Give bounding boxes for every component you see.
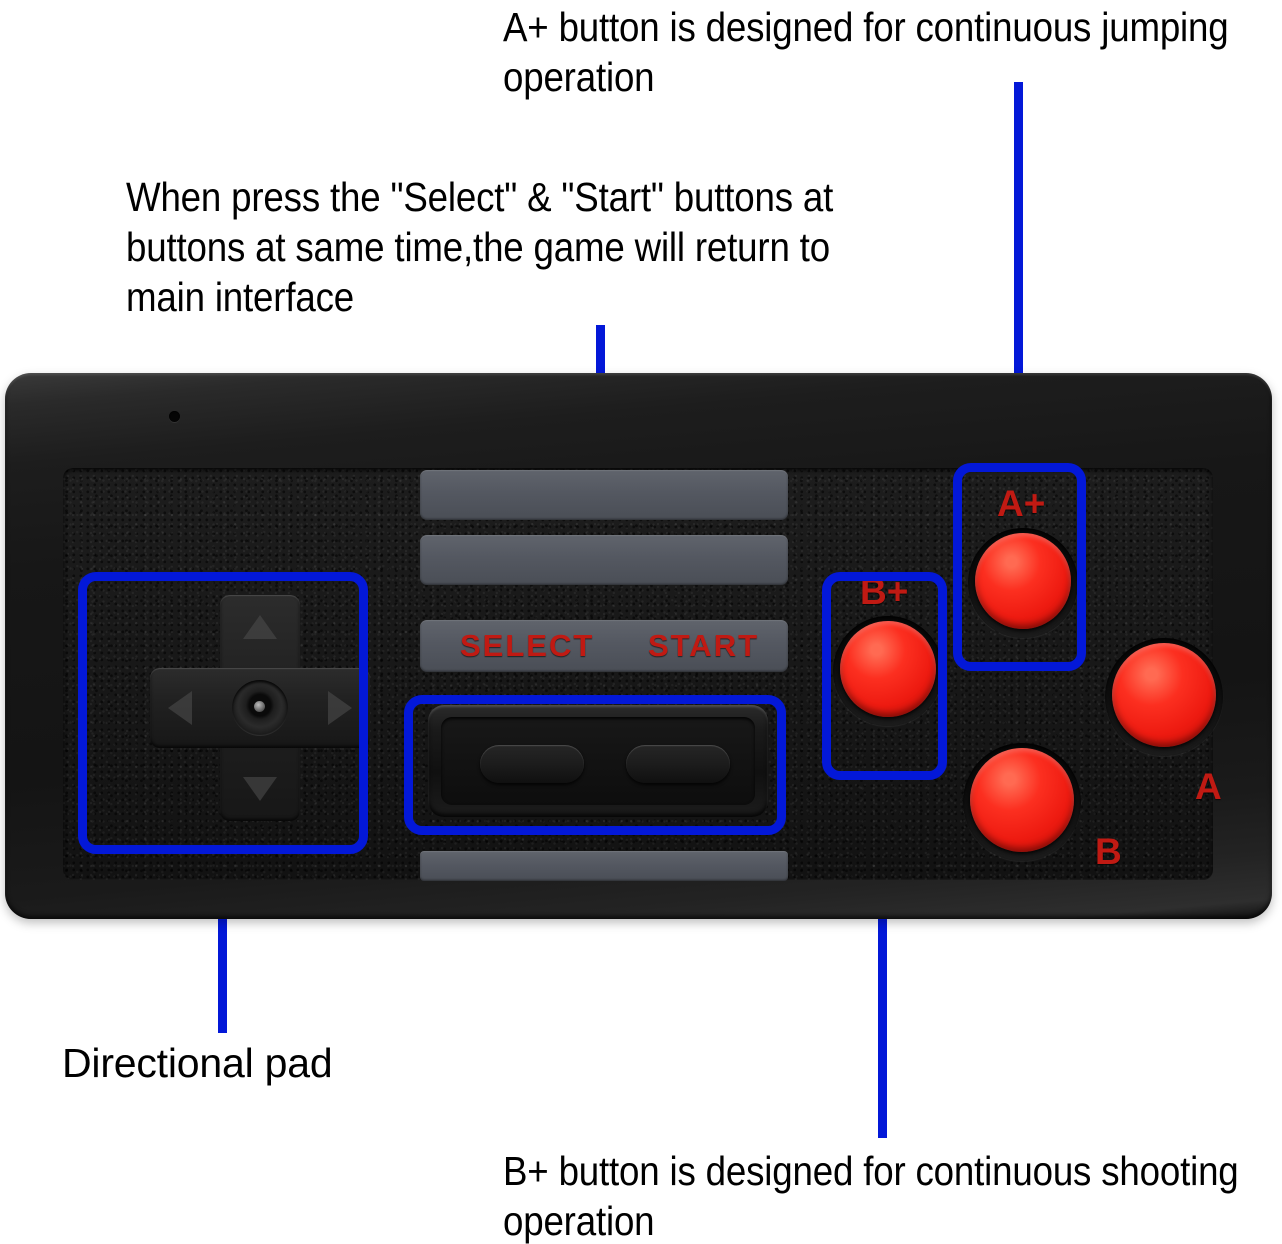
a-label: A	[1195, 766, 1222, 807]
b-label: B	[1095, 831, 1122, 872]
decor-stripe-2	[420, 535, 788, 585]
highlight-box-b-plus	[822, 572, 947, 780]
a-button[interactable]	[1112, 643, 1216, 747]
decor-stripe-select-start: SELECT START	[420, 620, 788, 672]
annotation-text-a-plus: A+ button is designed for continuous jum…	[503, 4, 1229, 101]
select-start-button-housing	[428, 705, 768, 817]
decor-stripe-4	[420, 851, 788, 881]
screw-hole-icon	[169, 411, 180, 422]
dpad-center-pivot	[232, 680, 288, 736]
select-label: SELECT	[460, 628, 595, 663]
select-button[interactable]	[480, 745, 584, 783]
dpad-left-arrow-icon[interactable]	[168, 691, 192, 725]
start-button[interactable]	[626, 745, 730, 783]
annotation-text-directional-pad: Directional pad	[62, 1040, 333, 1086]
leader-line-directional-pad	[218, 845, 227, 1033]
highlight-box-directional-pad	[78, 572, 368, 854]
annotation-text-b-plus: B+ button is designed for continuous sho…	[503, 1148, 1239, 1244]
select-start-recess	[441, 717, 755, 805]
dpad-down-arrow-icon[interactable]	[243, 777, 277, 801]
annotation-text-select-start: When press the "Select" & "Start" button…	[126, 174, 834, 321]
b-button[interactable]	[970, 748, 1074, 852]
highlight-box-select-start	[404, 695, 786, 835]
leader-line-b-plus	[878, 770, 887, 1138]
a-plus-label: A+	[997, 483, 1046, 524]
directional-pad[interactable]	[150, 595, 370, 821]
dpad-right-arrow-icon[interactable]	[328, 691, 352, 725]
b-plus-button[interactable]	[840, 621, 936, 717]
leader-line-a-plus	[1014, 82, 1023, 470]
a-plus-button[interactable]	[975, 533, 1071, 629]
highlight-box-a-plus	[953, 463, 1086, 671]
dpad-up-arrow-icon[interactable]	[243, 615, 277, 639]
decor-stripe-1	[420, 470, 788, 520]
start-label: START	[648, 628, 760, 663]
